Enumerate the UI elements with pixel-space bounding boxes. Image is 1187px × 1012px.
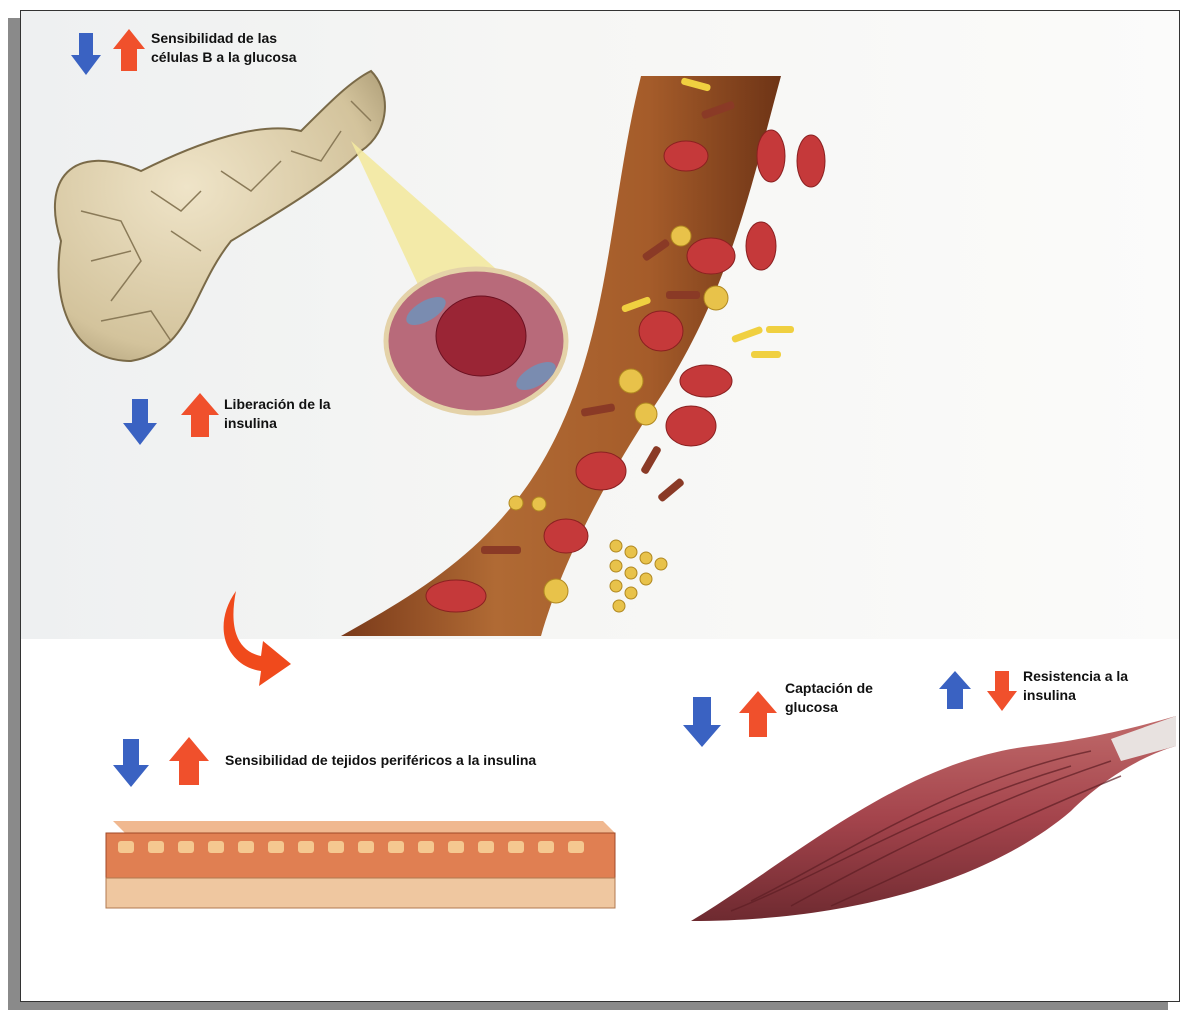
tissue-base-layer [106,878,615,908]
cell-zoom-illustration [331,131,571,421]
label-peripheral-sensitivity: Sensibilidad de tejidos periféricos a la… [225,751,565,770]
muscle-body [691,716,1176,921]
curved-arrow-icon [211,586,301,696]
muscle-illustration [671,701,1179,931]
diagram-frame: Sensibilidad de las células B a la gluco… [20,10,1180,1002]
label-insulin-resistance: Resistencia a la insulina [1023,667,1173,705]
tissue-cell-layer [106,833,615,878]
tissue-top [113,821,615,833]
arrow-up-icon [113,29,145,71]
label-beta-cell-sensitivity: Sensibilidad de las células B a la gluco… [151,29,321,67]
cell-nucleus [436,296,526,376]
arrow-up-icon [169,737,209,785]
label-insulin-release: Liberación de la insulina [224,395,374,433]
arrow-down-icon [113,739,149,787]
muscle-tendon [1111,716,1176,761]
peripheral-tissue-illustration [103,811,623,911]
arrow-down-icon [123,399,157,445]
arrow-down-icon [71,33,101,75]
arrow-up-icon [181,393,219,437]
